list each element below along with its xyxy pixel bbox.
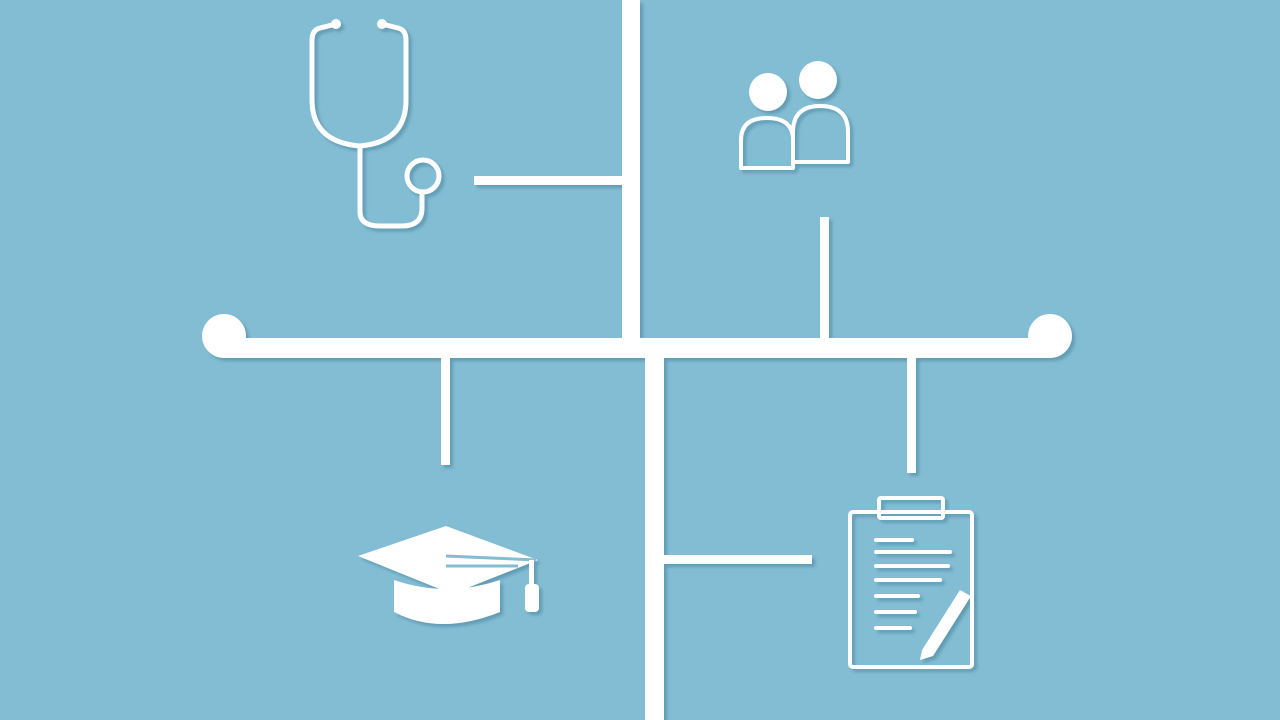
- graduation-cap-icon: [358, 526, 539, 624]
- people-icon: [739, 61, 850, 170]
- left-bar-endpoint: [202, 314, 246, 358]
- lower-vertical-trunk: [645, 350, 664, 720]
- main-horizontal-bar: [222, 338, 1052, 358]
- branch-records-vertical: [907, 355, 916, 473]
- stethoscope-icon: [309, 19, 442, 229]
- branch-people: [820, 217, 829, 342]
- branch-education: [441, 355, 450, 465]
- branch-stethoscope: [474, 176, 624, 185]
- connector-lines: [202, 0, 1072, 720]
- upper-vertical-trunk: [622, 0, 640, 345]
- branch-records-horizontal: [662, 555, 812, 564]
- right-bar-endpoint: [1028, 314, 1072, 358]
- clipboard-icon: [848, 496, 974, 669]
